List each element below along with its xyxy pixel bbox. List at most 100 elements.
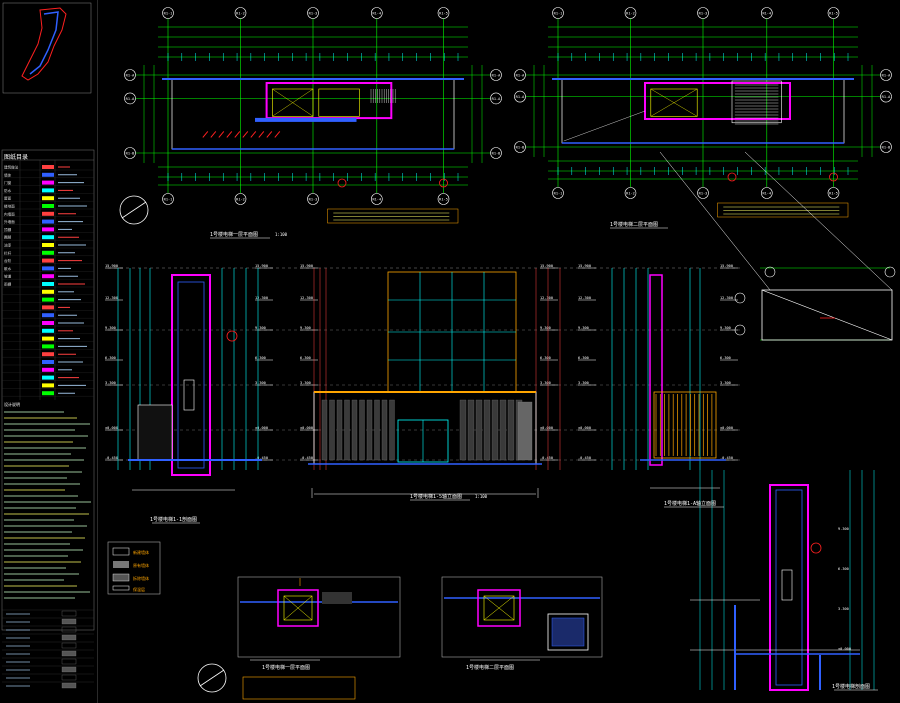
shaft-cross: [272, 88, 314, 117]
axis-bubble-circle: [697, 7, 709, 19]
roof-section-detail: [659, 151, 896, 341]
axis-bubble-label: R1-2: [626, 192, 635, 196]
elevation-mark: 3.300: [300, 381, 311, 385]
elevation-mark: 15.900: [720, 264, 733, 268]
plan-right-title: 1号楼电梯二层平面图: [610, 221, 658, 228]
louver-panel: [359, 399, 365, 461]
spec-row-swatch: [42, 235, 54, 240]
callout-marker: [810, 542, 822, 554]
parking-stripe: [250, 131, 257, 138]
axis-bubble-circle: [124, 69, 136, 81]
elevation-mark: ±0.000: [300, 426, 313, 430]
axis-bubble-label: R1-A: [492, 74, 501, 78]
north-arrow-top: [119, 195, 149, 225]
elevation-mark: -0.450: [720, 456, 733, 460]
spec-row-swatch: [42, 188, 54, 193]
axis-bubble-label: R1-A: [516, 95, 525, 99]
louver-panel: [491, 399, 499, 461]
elevation-mark: -0.450: [578, 456, 591, 460]
axis-bubble-label: R1-4: [372, 12, 381, 16]
axis-bubble-top: R1-3: [307, 7, 319, 19]
louver-panel: [389, 399, 395, 461]
axis-bubble-side: R1-A: [514, 90, 526, 103]
section-right-title: 1号楼电梯剖面图: [832, 683, 870, 690]
axis-bubble-label: R1-2: [626, 12, 635, 16]
elevation-mark: ±0.000: [838, 647, 851, 651]
axis-bubble-top: R1-1: [552, 7, 564, 19]
notes-box: [717, 202, 849, 218]
spec-row-swatch: [42, 219, 54, 224]
axis-bubble-bottom: R1-5: [437, 193, 450, 205]
section-marker: [727, 172, 737, 182]
axis-bubble-circle: [514, 141, 526, 153]
elevation-mark: 12.300: [540, 296, 553, 300]
axis-bubble-top: R1-2: [624, 7, 637, 19]
bottom-table-hatch: [61, 610, 77, 617]
spec-row-swatch: [42, 243, 54, 247]
elevation-views: 15.900 12.300 9.300 6.300 3.300 ±0.000 -0.450 1…: [105, 264, 875, 691]
elevation-mark: 3.300: [105, 381, 116, 385]
elevator-core: [644, 82, 791, 120]
elevation-mark: 6.300: [720, 356, 731, 360]
spec-row-swatch: [42, 250, 54, 255]
elev-right-title: 1号楼电梯1-A轴立面图: [664, 500, 716, 507]
louver-panel: [351, 399, 358, 461]
axis-bubble-circle: [490, 69, 502, 81]
elevation-mark: 12.300: [300, 296, 313, 300]
axis-bubble-bottom: R1-4: [370, 193, 383, 205]
axis-bubble-top: R1-5: [437, 7, 450, 19]
section-marker: [337, 178, 347, 188]
parking-stripe: [218, 131, 225, 138]
axis-bubble-circle: [697, 187, 709, 199]
callout-marker: [226, 330, 238, 342]
spec-row-swatch: [42, 328, 54, 333]
spec-row-label: 栏杆: [4, 250, 12, 255]
bottom-table-hatch: [61, 634, 77, 641]
elevation-mark: -0.450: [300, 456, 313, 460]
side-panel: [517, 401, 533, 461]
parking-stripe: [242, 131, 249, 138]
spec-row-swatch: [42, 297, 54, 302]
hatch-legend: 新建墙体 原有墙体 拆除墙体 保温层: [107, 541, 161, 595]
axis-bubble-circle: [162, 7, 174, 19]
parking-stripe: [266, 131, 273, 138]
view-titles: 1号楼电梯一层平面图 1:100 1号楼电梯二层平面图 1号楼电梯1-1剖面图 …: [150, 221, 878, 691]
elevation-mark: 12.300: [255, 296, 268, 300]
elevation-mark: 15.900: [300, 264, 313, 268]
spec-row-swatch: [42, 336, 54, 341]
key-plan: [2, 2, 92, 94]
stair-well: [731, 80, 782, 124]
legend-sidebar: 图纸目录: [0, 0, 98, 703]
axis-bubble-circle: [307, 7, 319, 19]
louver-panel: [483, 399, 491, 461]
axis-bubble-circle: [760, 7, 773, 19]
bottom-table-hatch: [61, 650, 77, 657]
spec-row-label: 雨棚: [4, 282, 12, 287]
axis-bubble-circle: [880, 90, 892, 103]
detail-mid-title: 1号楼电梯二层平面图: [466, 664, 514, 671]
axis-bubble-label: R1-A: [126, 74, 135, 78]
elevator-shaft-inner: [775, 489, 803, 686]
axis-bubble-label: R1-3: [309, 198, 318, 202]
elev-mid-title: 1号楼电梯1-5轴立面图: [410, 493, 462, 500]
axis-bubble-label: R1-A: [882, 74, 891, 78]
axis-bubble-top: R1-5: [827, 7, 840, 19]
axis-bubble-side: R1-B: [514, 141, 526, 153]
elevation-mark: 15.900: [255, 264, 268, 268]
axis-bubble-label: R1-3: [699, 12, 708, 16]
elevation-mark: 3.300: [720, 381, 731, 385]
axis-bubble-label: R1-4: [372, 198, 381, 202]
parking-stripe: [226, 131, 233, 138]
elevation-mark: 9.300: [578, 326, 589, 330]
spec-row-swatch: [42, 180, 54, 185]
spec-row-label: 屋面: [4, 196, 12, 201]
axis-bubble-circle: [624, 187, 637, 199]
elevation-mark: 9.300: [720, 326, 731, 330]
axis-bubble-label: R1-2: [236, 198, 245, 202]
axis-bubble-bottom: R1-1: [552, 187, 564, 199]
elevation-mark: 12.300: [578, 296, 591, 300]
elevation-mark: 6.300: [105, 356, 116, 360]
legend-item-2: 拆除墙体: [133, 575, 149, 581]
axis-bubble-label: R1-A: [882, 95, 891, 99]
